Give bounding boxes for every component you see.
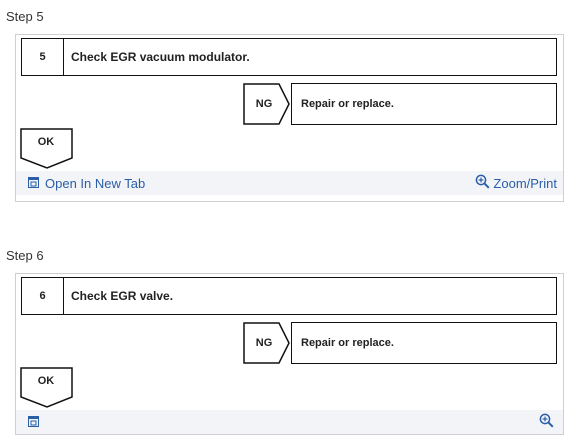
zoom-print-link[interactable]: [539, 410, 557, 434]
ng-arrow-shape: [243, 322, 290, 364]
open-in-new-tab-icon: [28, 415, 39, 430]
step-5-toolbar: Open In New Tab Zoom/Print: [16, 171, 563, 195]
ok-label: OK: [37, 375, 55, 387]
ng-label: NG: [255, 337, 273, 349]
step-number: 5: [22, 39, 64, 75]
ok-label: OK: [37, 136, 55, 148]
check-box: 6 Check EGR valve.: [21, 277, 557, 315]
step-number: 6: [22, 278, 64, 314]
step-6-toolbar: [16, 410, 563, 434]
zoom-print-label: Zoom/Print: [493, 175, 557, 191]
step-5-label: Step 5: [6, 9, 44, 24]
open-in-new-tab-label: Open In New Tab: [45, 175, 146, 191]
ok-arrow-shape: [20, 128, 73, 169]
open-in-new-tab-link[interactable]: [28, 410, 45, 434]
magnifier-zoom-icon: [539, 413, 554, 431]
magnifier-zoom-icon: [475, 174, 490, 192]
step-6-card: 6 Check EGR valve. NG Repair or replace.…: [15, 273, 564, 435]
open-in-new-tab-icon: [28, 176, 39, 191]
ng-label: NG: [255, 98, 273, 110]
open-in-new-tab-link[interactable]: Open In New Tab: [28, 171, 145, 195]
step-6-diagram: 6 Check EGR valve. NG Repair or replace.…: [16, 274, 563, 410]
step-6-label: Step 6: [6, 248, 44, 263]
check-text: Check EGR vacuum modulator.: [71, 50, 250, 64]
check-box: 5 Check EGR vacuum modulator.: [21, 38, 557, 76]
check-text: Check EGR valve.: [71, 289, 174, 303]
step-5-card: 5 Check EGR vacuum modulator. NG Repair …: [15, 34, 564, 202]
step-5-diagram: 5 Check EGR vacuum modulator. NG Repair …: [16, 35, 563, 171]
ng-action-box: Repair or replace.: [291, 322, 557, 364]
ok-arrow-shape: [20, 367, 73, 408]
ng-arrow-shape: [243, 83, 290, 125]
zoom-print-link[interactable]: Zoom/Print: [475, 171, 557, 195]
ng-action-box: Repair or replace.: [291, 83, 557, 125]
